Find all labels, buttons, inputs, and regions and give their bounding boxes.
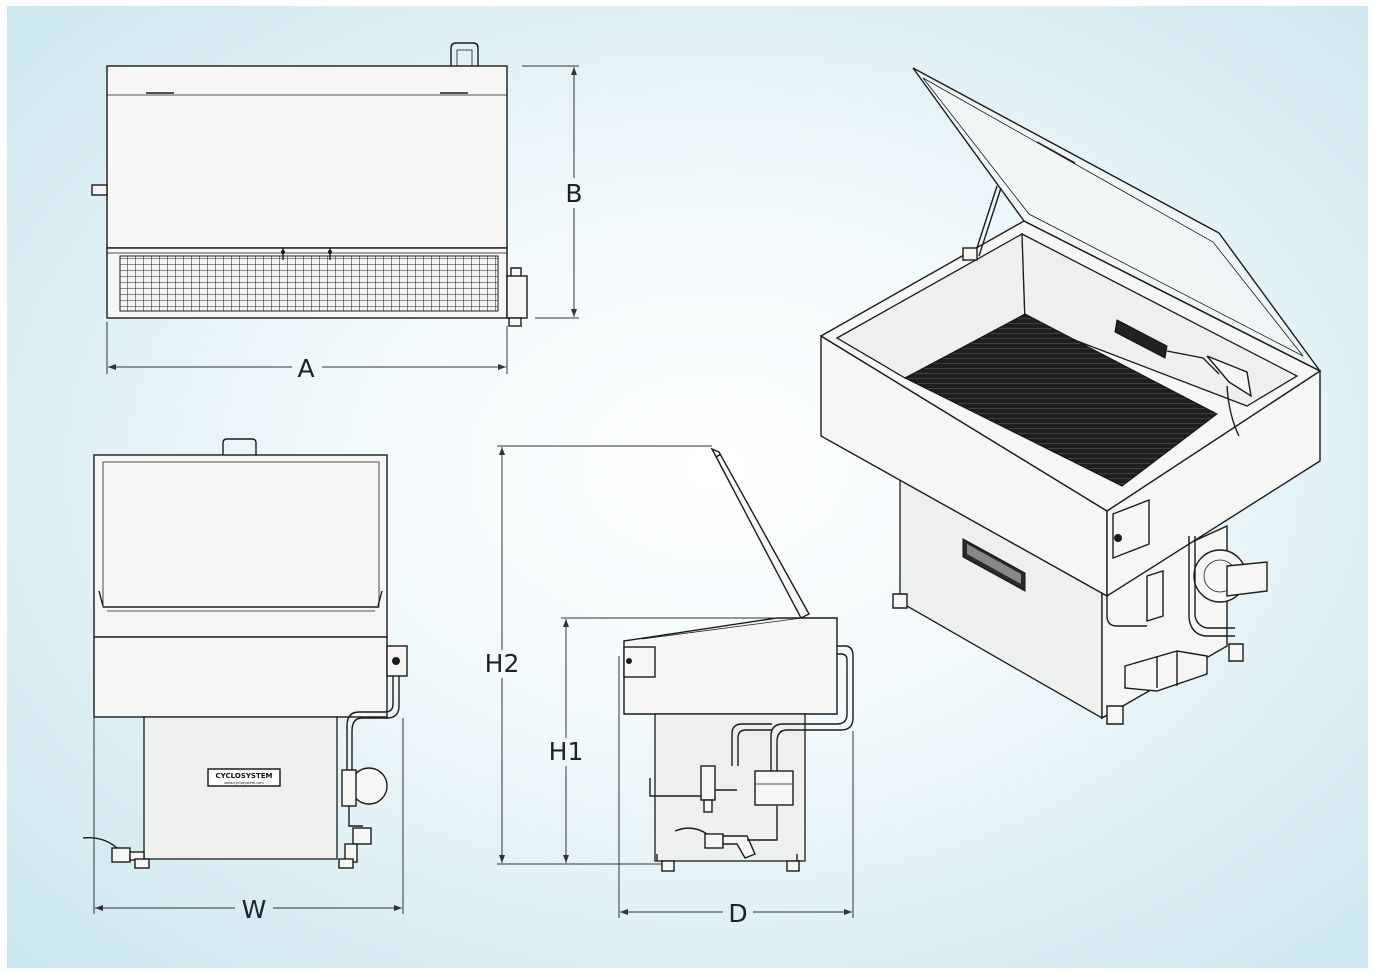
iso-grate <box>903 313 1218 487</box>
drawing-canvas: A B CYCLOSYSTEM www.cyclosystem.com <box>7 6 1368 968</box>
brand-plate <box>207 768 281 787</box>
cabinet <box>143 716 338 860</box>
iso-brush <box>1114 319 1168 359</box>
lid-handle <box>450 42 479 66</box>
side-lid <box>710 447 810 619</box>
top-view: A B <box>91 42 583 383</box>
control-box <box>506 275 528 319</box>
grate <box>119 255 499 312</box>
iso-control-box <box>1112 498 1150 560</box>
dimension-w-label: W <box>242 895 267 924</box>
brand-name: CYCLOSYSTEM <box>216 772 273 780</box>
front-view: CYCLOSYSTEM www.cyclosystem.com W <box>82 438 408 924</box>
drain-valve <box>111 847 131 863</box>
side-view: H2 H1 D <box>485 445 854 928</box>
brand-url: www.cyclosystem.com <box>224 781 264 785</box>
dimension-h2-label: H2 <box>485 649 520 678</box>
dimension-d-label: D <box>728 899 747 928</box>
drain-pipe <box>91 184 108 196</box>
wash-basin <box>93 636 388 718</box>
isometric-view <box>819 67 1322 725</box>
side-basin <box>623 617 838 715</box>
top-lid-panel <box>106 65 508 249</box>
side-pump <box>754 770 794 806</box>
iso-lid <box>912 67 1321 372</box>
dimension-h1-label: H1 <box>549 737 584 766</box>
dimension-b-label: B <box>565 179 582 208</box>
open-lid <box>93 454 388 638</box>
dimension-a-label: A <box>297 354 314 383</box>
technical-drawing: A B CYCLOSYSTEM www.cyclosystem.com <box>82 42 1322 928</box>
